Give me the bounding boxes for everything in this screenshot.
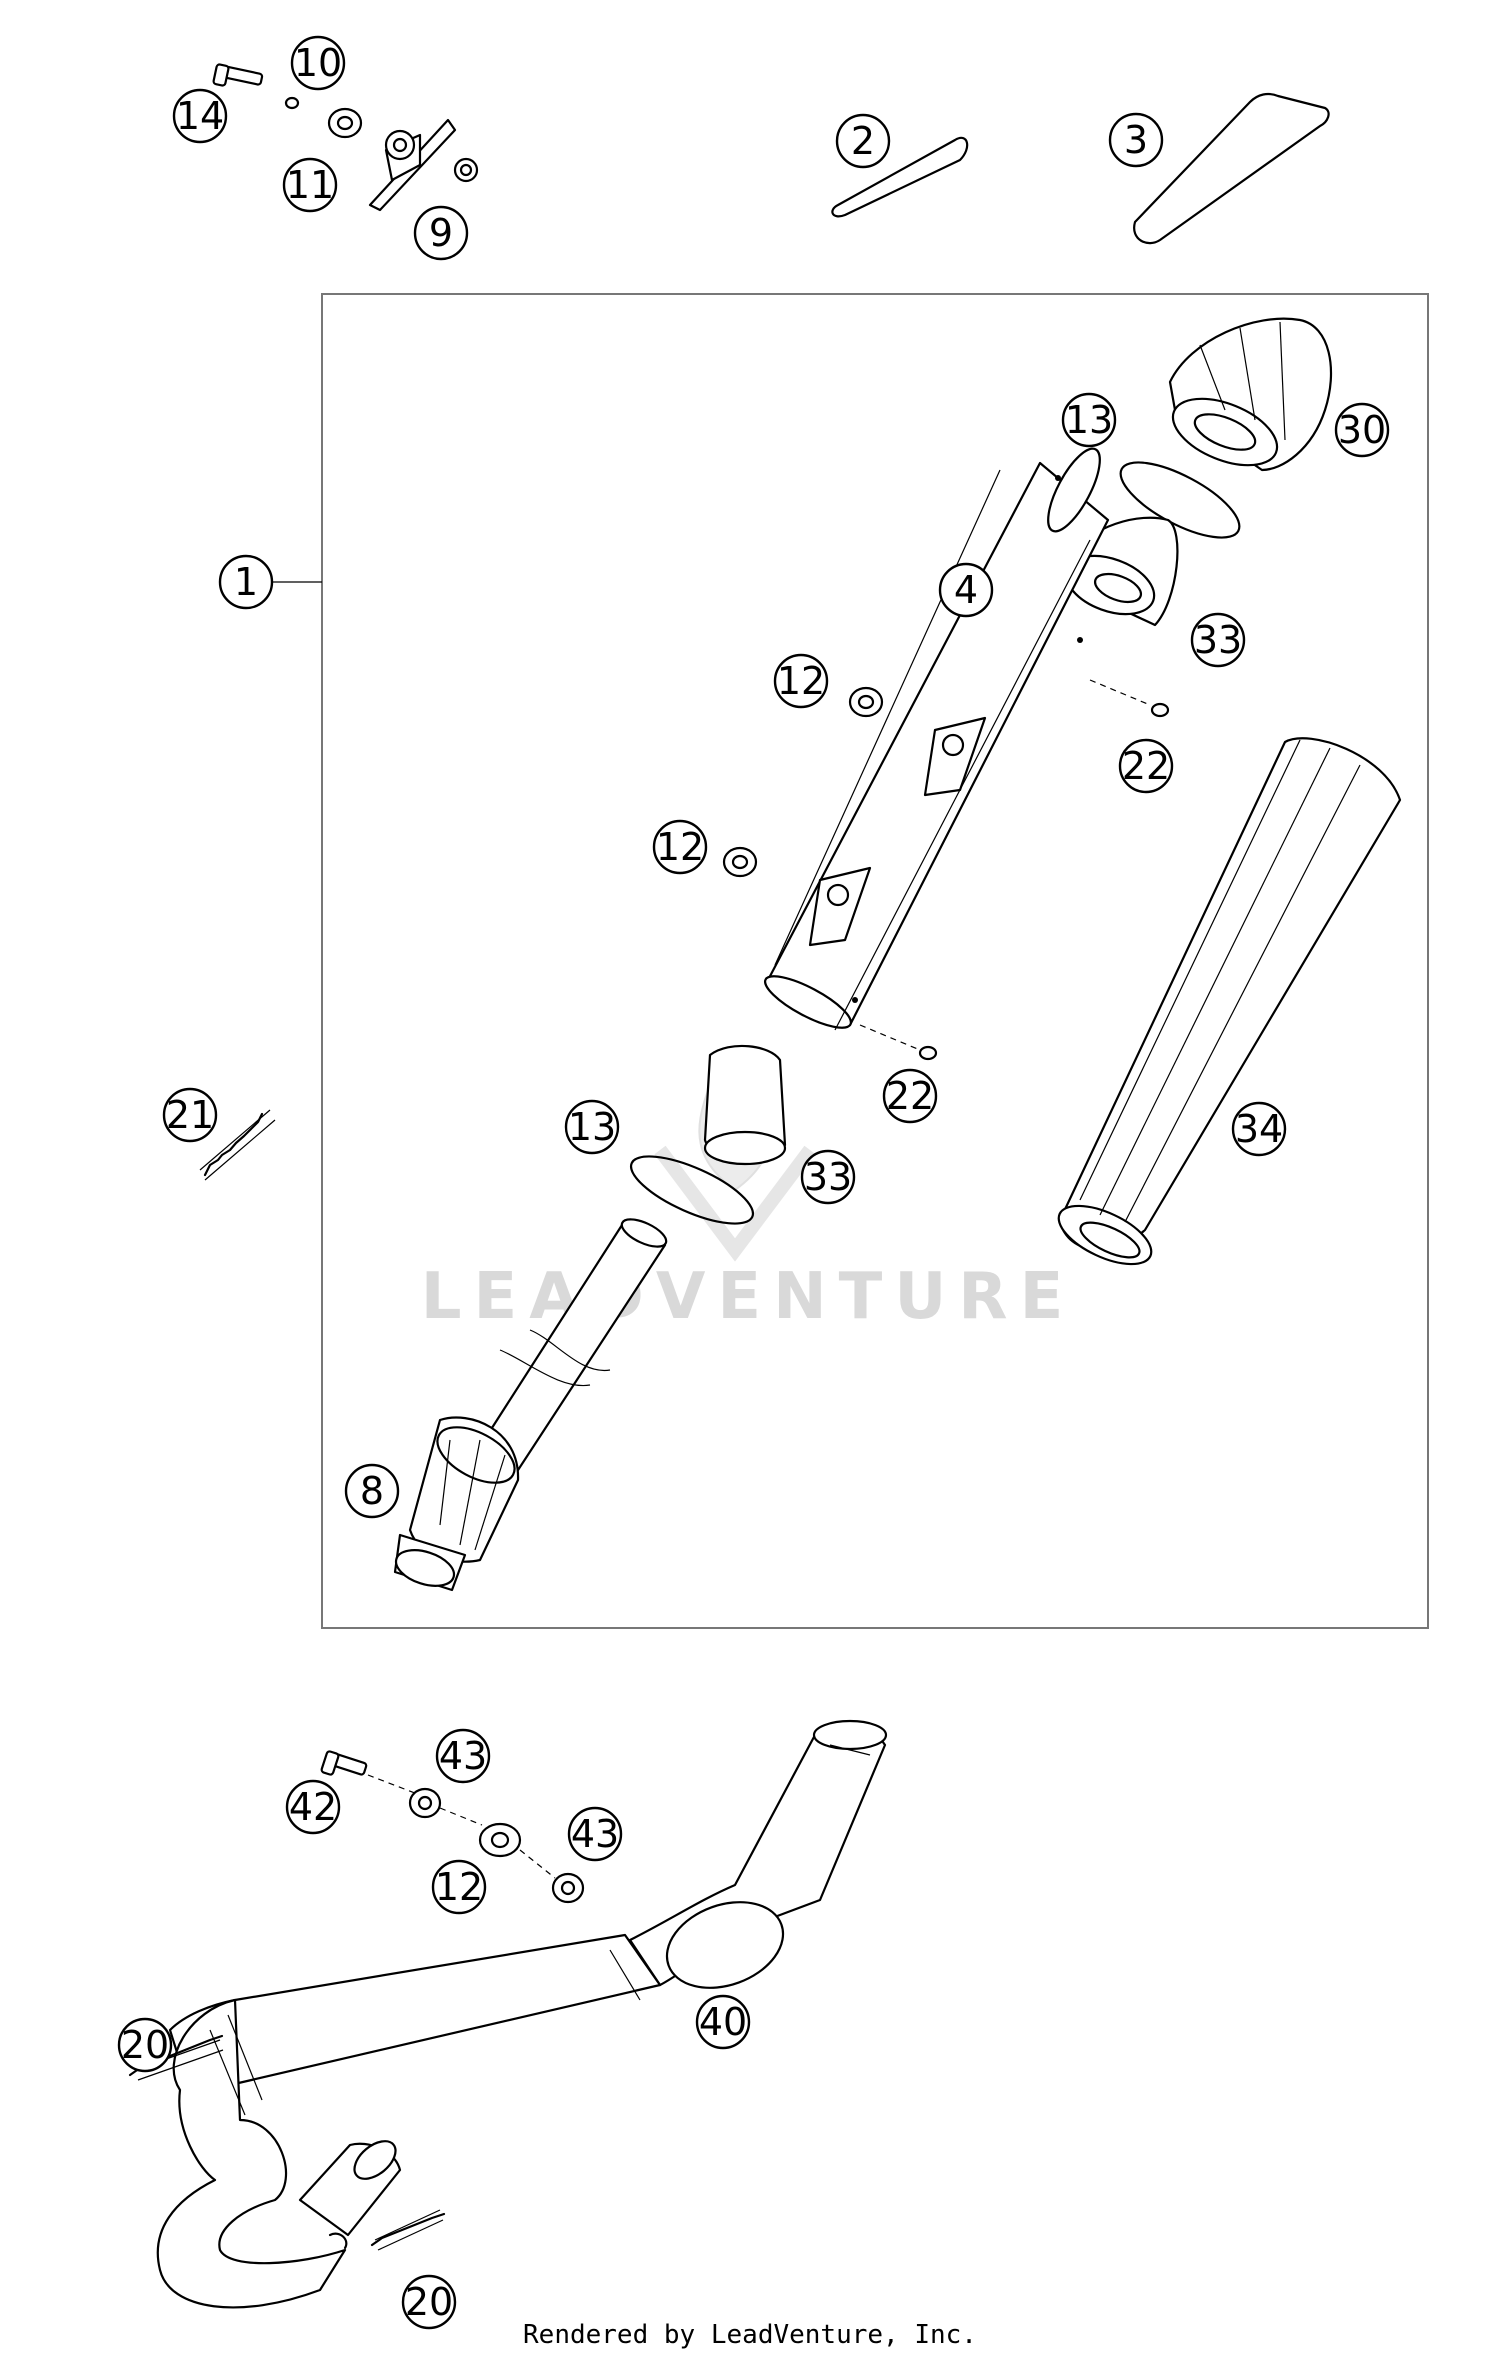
callout-21-label: 21 [166,1093,214,1137]
callout-11-label: 11 [286,163,334,207]
heat-shield-pad-part-3 [1133,92,1330,245]
callout-13-top: 13 [1061,392,1117,448]
washer-part-43-top [408,1787,442,1819]
callout-1: 1 [218,554,274,610]
grommet-part-12-lower [439,1807,556,1879]
spring-part-20-right [328,2209,446,2251]
callout-21: 21 [162,1087,218,1143]
callout-43-top-label: 43 [439,1734,487,1778]
callout-40-label: 40 [699,2000,747,2044]
callout-8: 8 [344,1463,400,1519]
callout-12-lower: 12 [431,1859,487,1915]
link-pipe-part-8 [393,1218,668,1592]
callout-30: 30 [1334,402,1390,458]
watermark-text: LEADVENTURE [421,1260,1076,1334]
callout-4-label: 4 [954,568,978,612]
callout-33-top-label: 33 [1194,618,1242,662]
callout-9: 9 [413,205,469,261]
callout-20-left-label: 20 [121,2023,169,2067]
bracket-part-9 [368,118,479,212]
callout-20-right-label: 20 [405,2280,453,2324]
spring-part-21 [199,1109,276,1181]
screw-part-22-top [1089,679,1170,718]
muffler-housing-part-4 [764,447,1110,1031]
callout-34: 34 [1231,1101,1287,1157]
ring-part-10 [284,96,300,110]
callout-14-label: 14 [176,94,224,138]
bolt-part-42 [320,1750,421,1796]
callout-3-label: 3 [1124,118,1148,162]
heat-shield-pad-part-2 [831,136,969,218]
callout-12-upper: 12 [773,653,829,709]
callout-34-label: 34 [1235,1107,1283,1151]
grommet-part-12-middle [722,846,758,878]
callout-12-upper-label: 12 [777,659,825,703]
callout-42-label: 42 [289,1785,337,1829]
end-cap-part-30 [1168,317,1333,472]
callout-12-middle-label: 12 [656,825,704,869]
callout-4: 4 [938,562,994,618]
callout-8-label: 8 [360,1469,384,1513]
callout-10: 10 [290,35,346,91]
screw-part-22-bottom [859,1024,938,1061]
callout-22-top: 22 [1118,738,1174,794]
callout-12-middle: 12 [652,819,708,875]
bolt-part-14 [212,63,264,87]
callout-20-right: 20 [401,2274,457,2330]
callout-13-bottom-label: 13 [568,1105,616,1149]
callout-13-bottom: 13 [564,1099,620,1155]
callout-13-top-label: 13 [1065,398,1113,442]
cone-part-33-bottom [703,1044,787,1166]
callout-33-top: 33 [1190,612,1246,668]
washer-part-43-bottom [551,1872,585,1904]
callout-40: 40 [695,1994,751,2050]
muffler-assembly-frame [321,293,1429,1629]
callout-43-top: 43 [435,1728,491,1784]
callout-43-bottom: 43 [567,1806,623,1862]
callout-12-lower-label: 12 [435,1865,483,1909]
callout-1-label: 1 [234,560,258,604]
grommet-part-12-upper [848,686,884,718]
callout-9-label: 9 [429,211,453,255]
callout-3: 3 [1108,112,1164,168]
callout-2-label: 2 [851,119,875,163]
callout-30-label: 30 [1338,408,1386,452]
header-pipe-part-40 [156,1719,888,2309]
callout-22-bottom-label: 22 [886,1074,934,1118]
callout-42: 42 [285,1779,341,1835]
callout-11: 11 [282,157,338,213]
callout-22-bottom: 22 [882,1068,938,1124]
callout-14: 14 [172,88,228,144]
callout-33-bottom-label: 33 [804,1155,852,1199]
callout-10-label: 10 [294,41,342,85]
callout-2: 2 [835,113,891,169]
callout-22-top-label: 22 [1122,744,1170,788]
callout-43-bottom-label: 43 [571,1812,619,1856]
callout-33-bottom: 33 [800,1149,856,1205]
gasket-part-13-bottom [629,1155,755,1225]
callout-20-left: 20 [117,2017,173,2073]
grommet-part-11 [327,107,363,139]
render-credit: Rendered by LeadVenture, Inc. [523,2320,977,2350]
muffler-sleeve-part-34 [1057,737,1402,1266]
